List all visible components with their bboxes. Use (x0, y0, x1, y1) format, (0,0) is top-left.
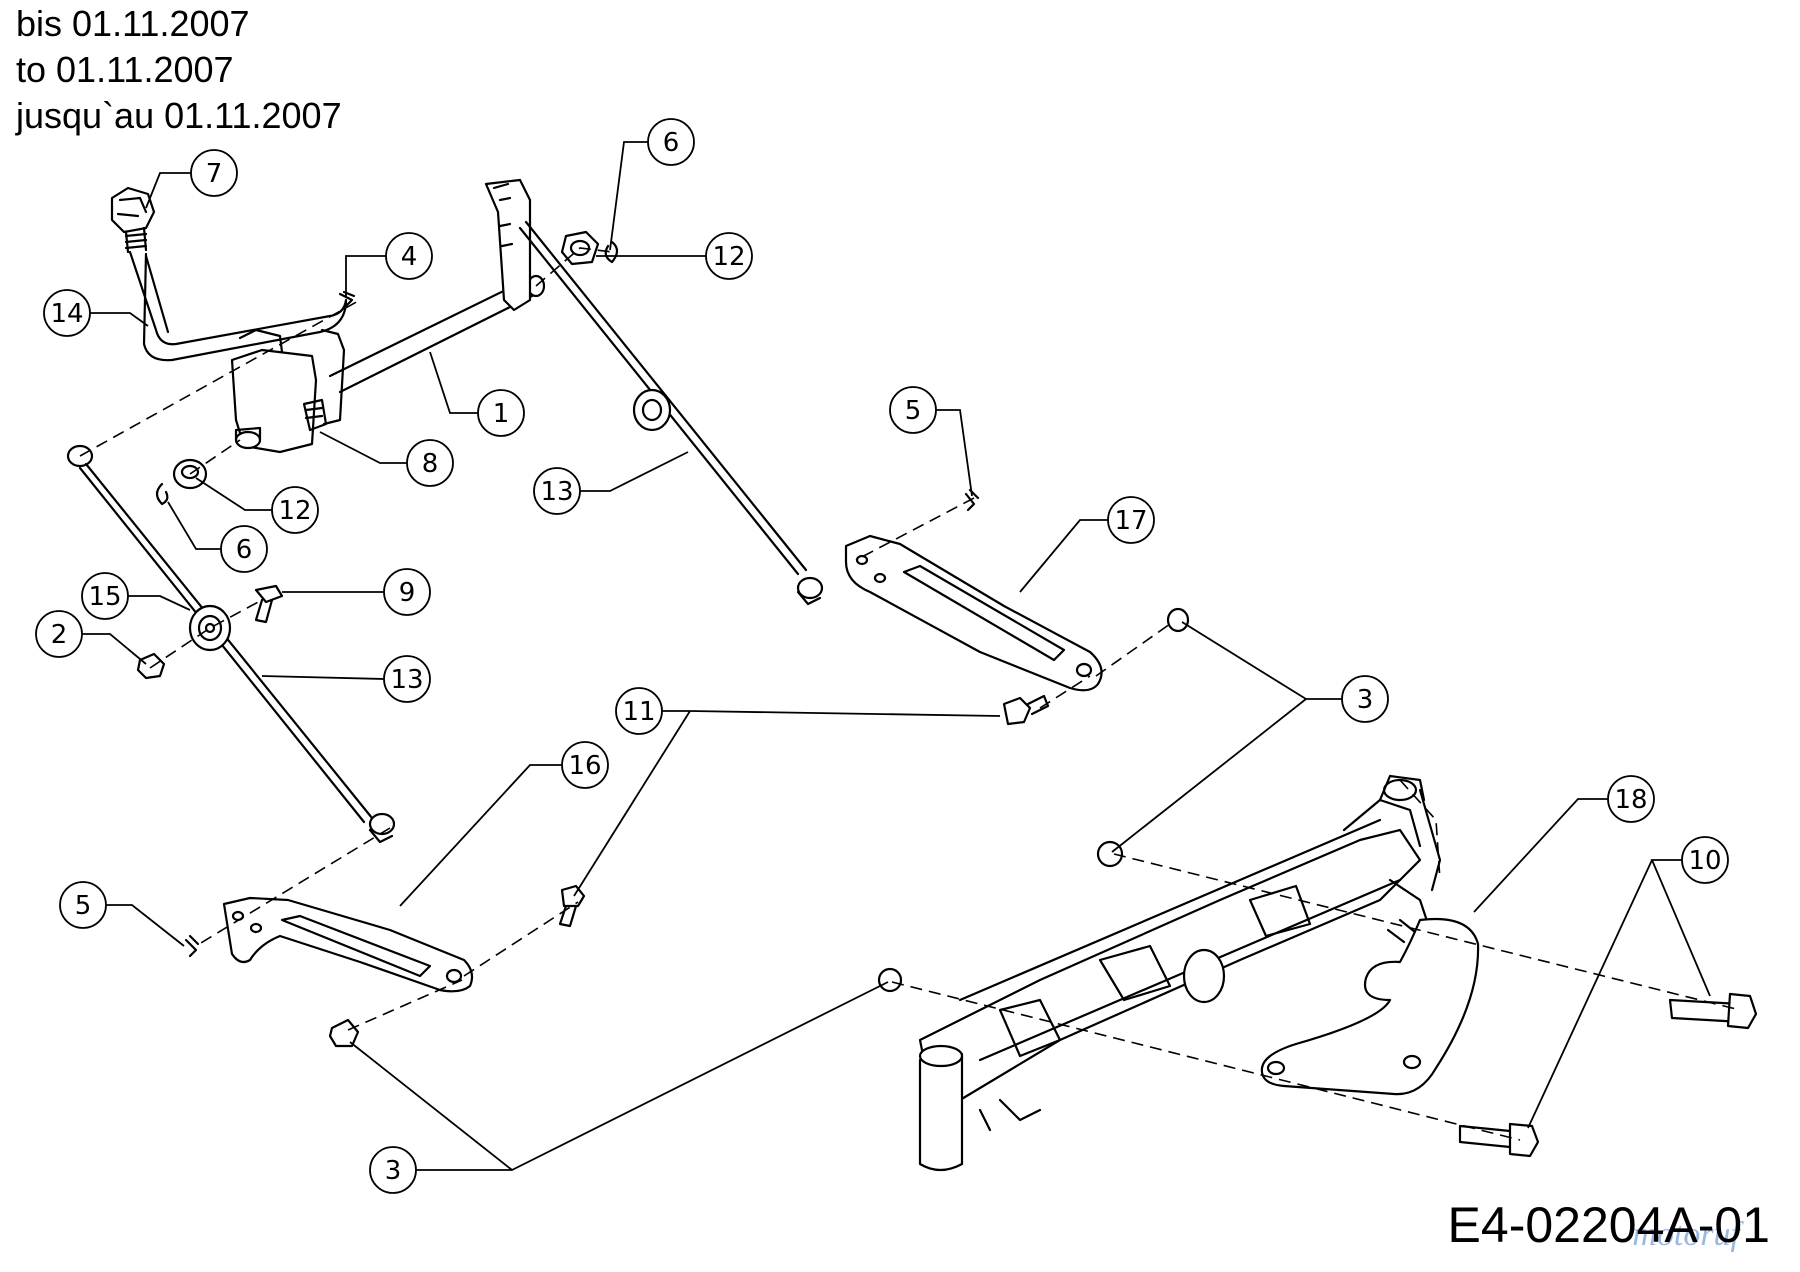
svg-text:5: 5 (75, 891, 92, 921)
callout-5-lower: 5 (59, 881, 107, 929)
part-2-nut (136, 652, 166, 680)
svg-text:12: 12 (278, 496, 311, 526)
part-8-bracket (230, 328, 346, 454)
callout-6-upper: 6 (647, 118, 695, 166)
drawing-code: E4-02204A-01 (1447, 1197, 1770, 1253)
part-3-washer-a (1166, 607, 1190, 633)
part-13-rod-right (518, 220, 824, 606)
part-1-shaft (328, 274, 546, 394)
front-axle-assembly (918, 774, 1442, 1172)
svg-text:1: 1 (493, 399, 510, 429)
callout-2: 2 (35, 610, 83, 658)
callout-11: 11 (615, 687, 663, 735)
part-13-rod-left (66, 444, 396, 844)
svg-text:5: 5 (905, 396, 922, 426)
svg-text:10: 10 (1688, 846, 1721, 876)
svg-text:6: 6 (236, 535, 253, 565)
svg-text:6: 6 (663, 128, 680, 158)
header-line-de: bis 01.11.2007 (16, 3, 250, 44)
part-10-bolt-lower (1458, 1122, 1540, 1158)
svg-text:4: 4 (401, 242, 418, 272)
callout-3-lower: 3 (369, 1146, 417, 1194)
svg-text:2: 2 (51, 620, 68, 650)
callout-9: 9 (383, 568, 431, 616)
part-9-bolt (254, 584, 284, 624)
svg-text:9: 9 (399, 578, 416, 608)
watermark-logo: motoruf (1632, 1216, 1740, 1253)
callout-4: 4 (385, 232, 433, 280)
part-16-lift-arm (222, 896, 474, 993)
callout-18: 18 (1607, 775, 1655, 823)
callouts: 7 6 12 4 14 1 8 12 6 5 13 17 15 9 2 13 1… (35, 118, 1729, 1194)
part-17-lift-arm (844, 534, 1103, 692)
svg-text:13: 13 (540, 477, 573, 507)
parts-drawing (66, 178, 1758, 1172)
header-line-en: to 01.11.2007 (16, 49, 234, 90)
part-10-bolt-upper (1668, 992, 1758, 1030)
callout-6-lower: 6 (220, 525, 268, 573)
svg-text:18: 18 (1614, 785, 1647, 815)
callout-13-lower: 13 (383, 655, 431, 703)
part-18-mounting-plate (1260, 918, 1480, 1096)
svg-text:11: 11 (622, 697, 655, 727)
callout-17: 17 (1107, 496, 1155, 544)
svg-text:8: 8 (422, 449, 439, 479)
callout-16: 16 (561, 741, 609, 789)
svg-text:15: 15 (88, 582, 121, 612)
callout-3-upper: 3 (1341, 675, 1389, 723)
callout-5-upper: 5 (889, 386, 937, 434)
part-3-washer-c (877, 967, 903, 993)
callout-8: 8 (406, 439, 454, 487)
callout-15: 15 (81, 572, 129, 620)
svg-text:16: 16 (568, 751, 601, 781)
svg-text:7: 7 (206, 159, 223, 189)
svg-text:12: 12 (712, 242, 745, 272)
callout-13-upper: 13 (533, 467, 581, 515)
part-3-washer-b (1096, 840, 1124, 868)
part-11-bolt-upper (1002, 694, 1050, 726)
svg-text:3: 3 (385, 1156, 402, 1186)
svg-text:14: 14 (50, 299, 83, 329)
part-3-nut-d (328, 1018, 360, 1048)
part-11-bolt-lower (558, 884, 586, 928)
part-7-knob (110, 186, 156, 254)
part-15-bearing (188, 604, 232, 652)
callout-7: 7 (190, 149, 238, 197)
part-14-handle (128, 250, 348, 362)
leader-lines (82, 141, 1711, 1171)
svg-text:13: 13 (390, 665, 423, 695)
callout-12-upper: 12 (705, 232, 753, 280)
lift-plate (484, 178, 532, 312)
header-line-fr: jusqu`au 01.11.2007 (16, 95, 342, 136)
callout-14: 14 (43, 289, 91, 337)
svg-text:17: 17 (1114, 506, 1147, 536)
svg-text:3: 3 (1357, 685, 1374, 715)
part-6-clip-lower (155, 482, 169, 506)
callout-12-lower: 12 (271, 486, 319, 534)
callout-1: 1 (477, 389, 525, 437)
callout-10: 10 (1681, 836, 1729, 884)
part-5-pin-lower (184, 934, 200, 958)
